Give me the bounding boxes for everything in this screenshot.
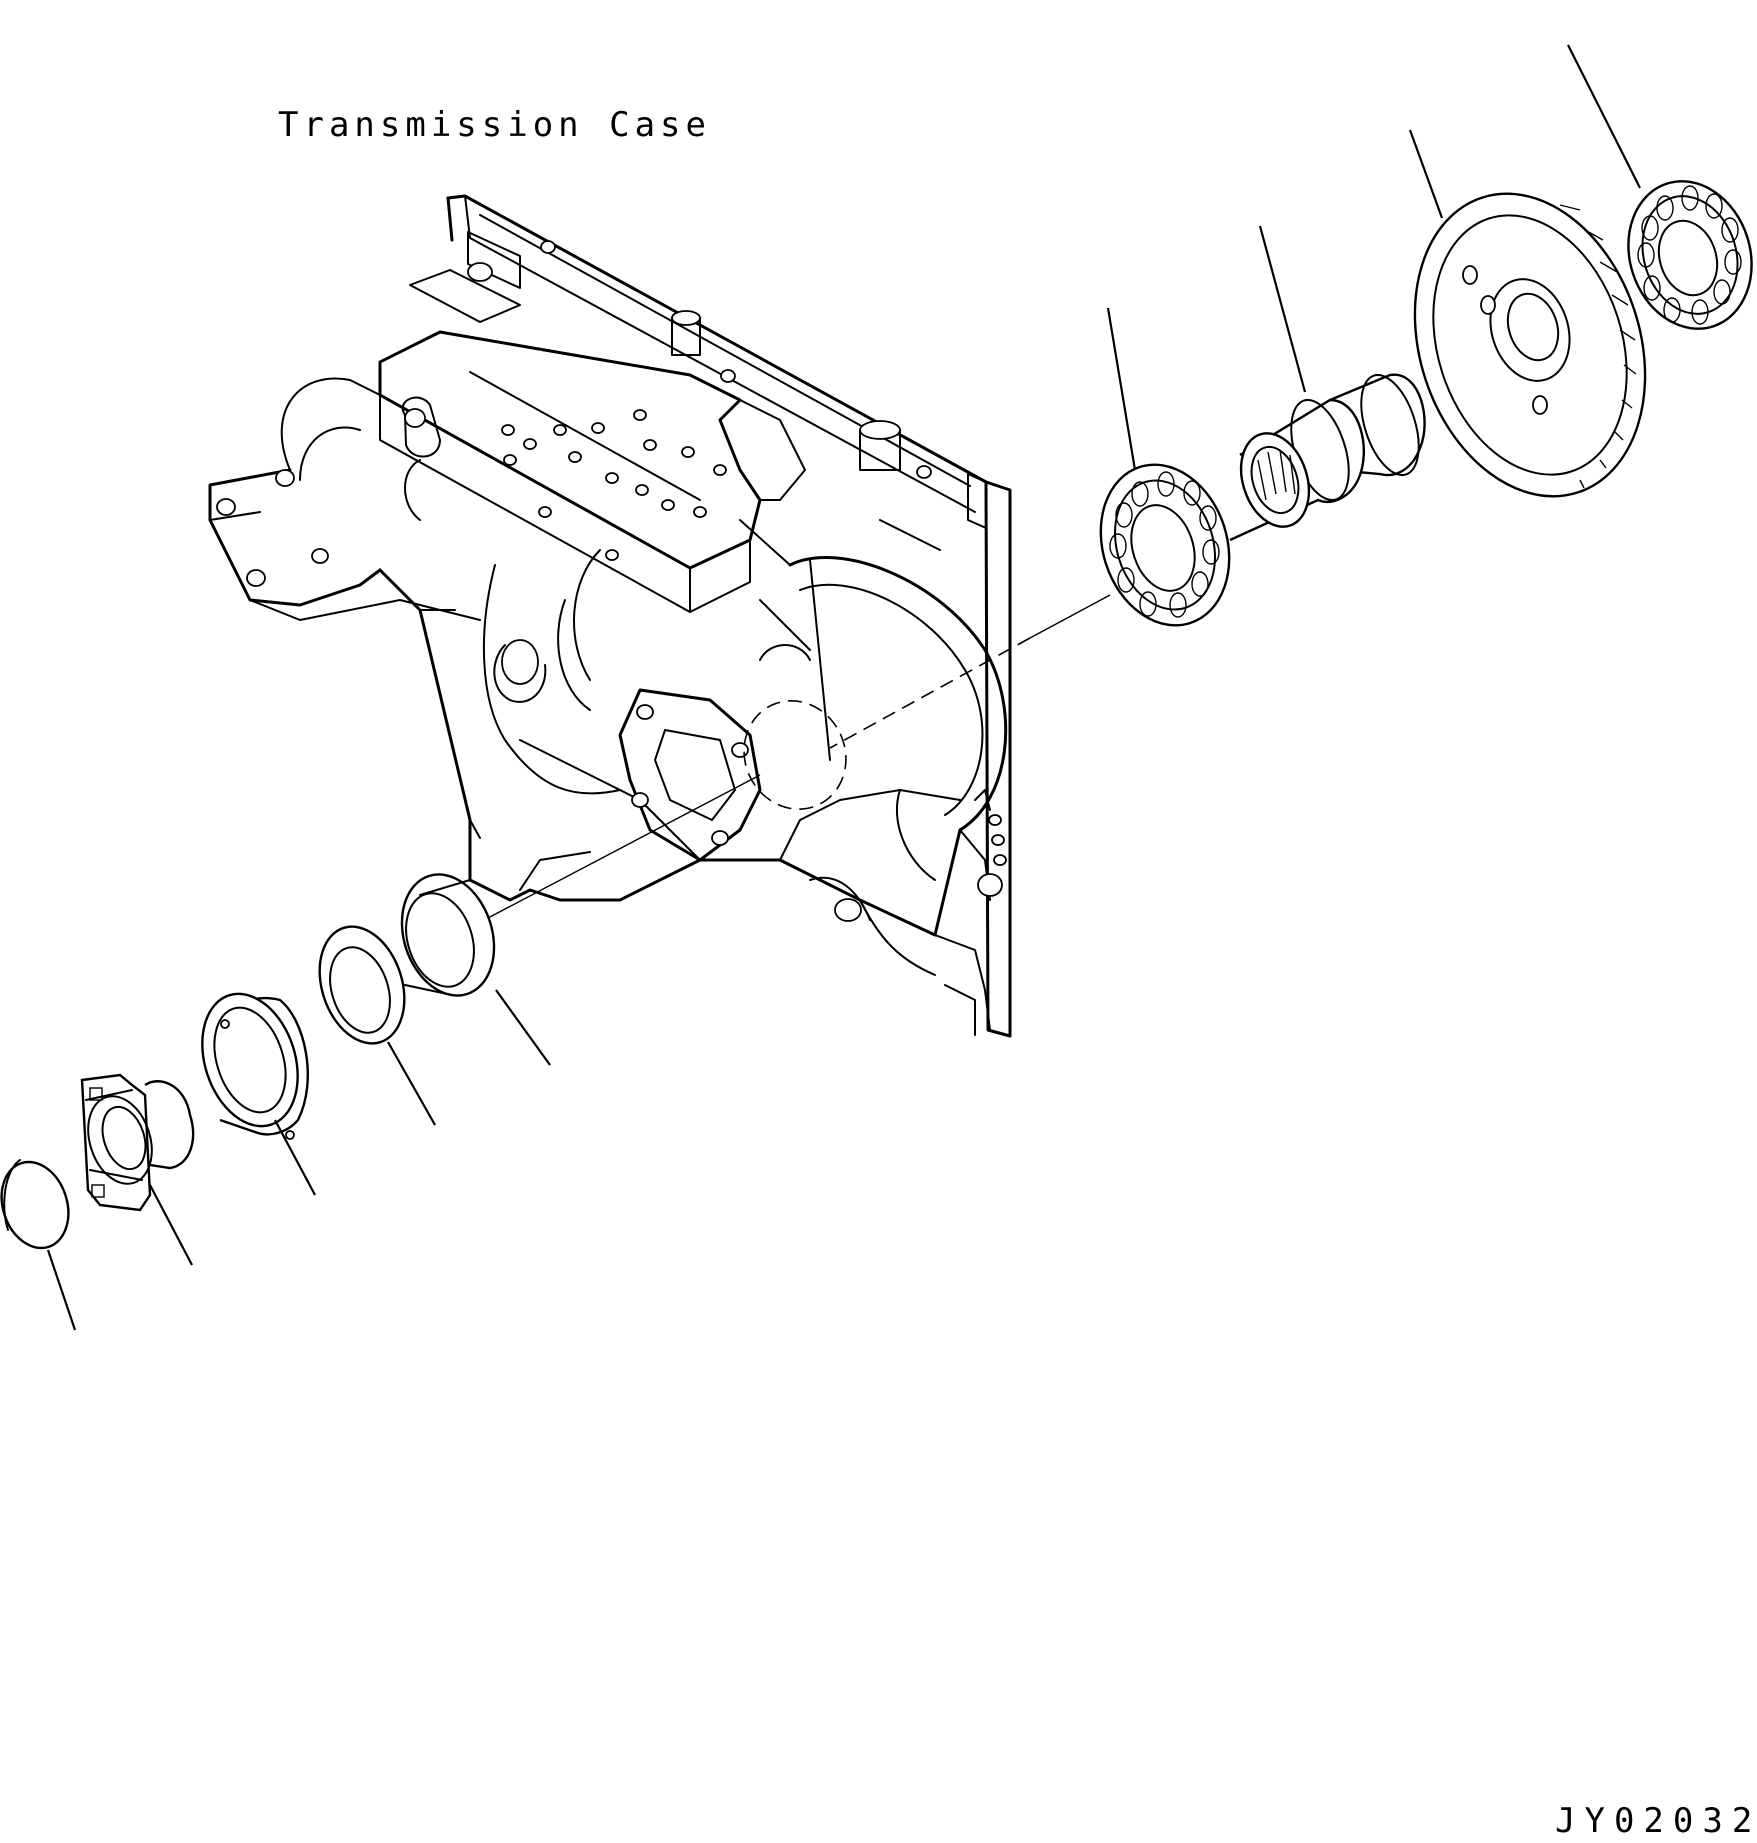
oil-seal (400, 873, 496, 997)
spacer-ring (318, 925, 406, 1045)
transmission-case (208, 194, 1012, 1038)
leader-lines (46, 44, 1641, 1331)
drawing-code: JY020323 (1555, 1801, 1757, 1841)
roller-bearing-rear (1627, 180, 1753, 330)
assembly-centerlines (487, 594, 1111, 919)
splined-shaft (1229, 373, 1426, 542)
diagram-title: Transmission Case (278, 105, 711, 145)
output-gear (1413, 192, 1647, 498)
roller-bearing-front (1099, 463, 1231, 627)
bearing-retainer (201, 992, 309, 1140)
end-cap (0, 1159, 70, 1250)
output-coupling (80, 1073, 195, 1212)
